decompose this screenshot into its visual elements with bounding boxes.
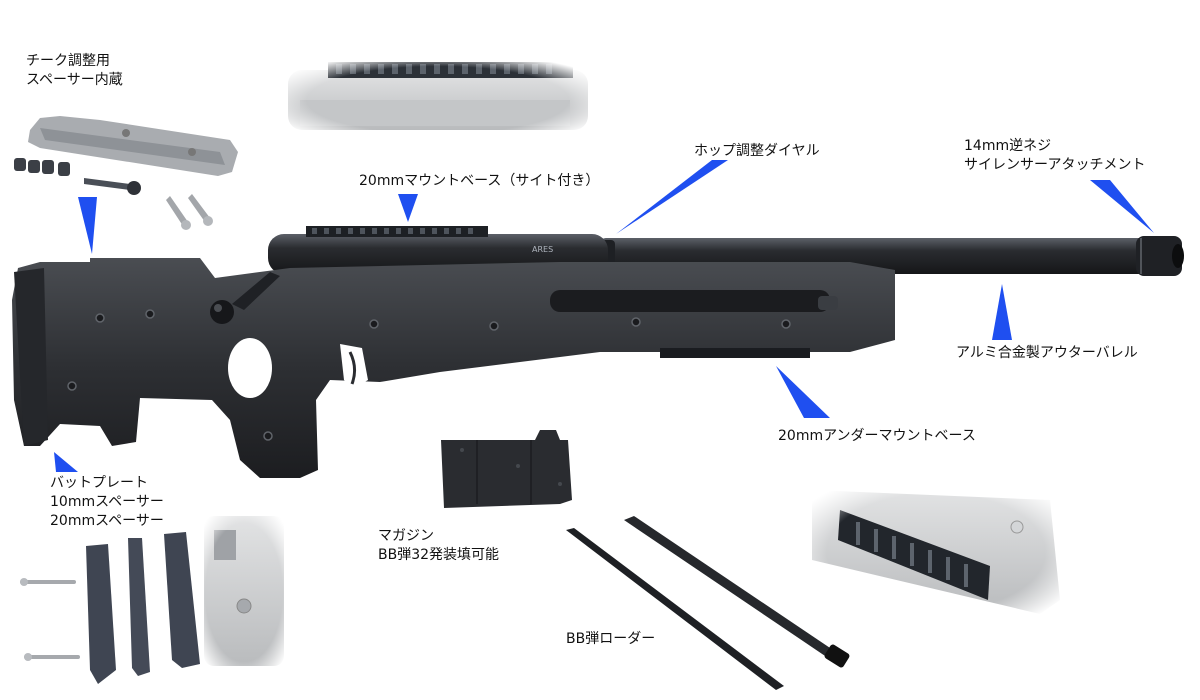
- label-under-mount-base: 20mmアンダーマウントベース: [778, 427, 976, 446]
- label-line: 14mm逆ネジ: [964, 138, 1052, 154]
- label-line: BB弾ローダー: [566, 631, 656, 647]
- arrow-mount-base: [398, 194, 418, 222]
- arrow-butt-plate: [54, 452, 78, 472]
- label-cheek-spacer: チーク調整用 スペーサー内蔵: [26, 52, 123, 90]
- label-mount-base: 20mmマウントベース（サイト付き）: [359, 172, 599, 191]
- label-bb-loader: BB弾ローダー: [566, 630, 655, 649]
- label-outer-barrel: アルミ合金製アウターバレル: [956, 344, 1138, 363]
- label-line: チーク調整用: [26, 53, 110, 69]
- butt-plate-spacers-photo: [20, 510, 290, 684]
- arrow-silencer: [1090, 180, 1154, 233]
- label-hop-dial: ホップ調整ダイヤル: [694, 142, 820, 161]
- cheek-spacer-parts-photo: [14, 116, 238, 230]
- label-line: マガジン: [378, 528, 434, 544]
- label-silencer-attachment: 14mm逆ネジ サイレンサーアタッチメント: [964, 137, 1145, 175]
- brand-mark: ARES: [532, 245, 553, 254]
- arrow-hop-dial: [616, 160, 728, 234]
- label-magazine: マガジン BB弾32発装填可能: [378, 527, 499, 565]
- arrow-under-mount: [776, 366, 830, 418]
- arrow-outer-barrel: [992, 284, 1012, 340]
- mount-base-inset-photo: [282, 60, 594, 140]
- label-line: バットプレート: [50, 475, 148, 491]
- arrow-cheek-spacer: [78, 197, 97, 254]
- label-line: アルミ合金製アウターバレル: [956, 345, 1138, 361]
- label-butt-plate: バットプレート 10mmスペーサー 20mmスペーサー: [50, 474, 164, 531]
- magazine-photo: [441, 430, 572, 508]
- under-mount-inset-photo: [806, 482, 1066, 622]
- label-line: BB弾32発装填可能: [378, 547, 500, 563]
- label-line: スペーサー内蔵: [26, 72, 123, 88]
- callout-arrows: [54, 160, 1154, 472]
- label-line: 20mmマウントベース（サイト付き）: [359, 173, 600, 189]
- label-line: サイレンサーアタッチメント: [964, 157, 1146, 173]
- bb-loader-photo: [566, 516, 850, 690]
- label-line: 20mmスペーサー: [50, 513, 164, 529]
- rifle-main-photo: ARES: [12, 226, 1184, 478]
- label-line: ホップ調整ダイヤル: [694, 143, 820, 159]
- label-line: 20mmアンダーマウントベース: [778, 428, 976, 444]
- label-line: 10mmスペーサー: [50, 494, 164, 510]
